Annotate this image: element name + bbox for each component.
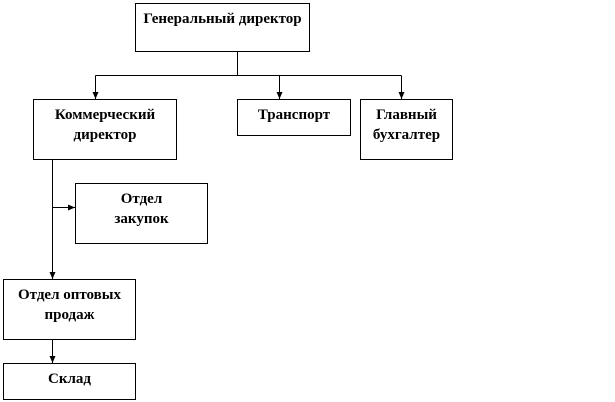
node-general-director: Генеральный директор <box>135 3 310 52</box>
node-wholesale-dept: Отдел оптовых продаж <box>3 279 136 340</box>
node-warehouse: Склад <box>3 363 136 400</box>
node-label: Склад <box>48 371 91 387</box>
node-label: Главный <box>376 107 437 123</box>
node-label: Отдел оптовых <box>17 287 121 303</box>
node-label: Отдел <box>120 191 163 207</box>
node-label: Коммерческий <box>54 107 156 123</box>
node-label: бухгалтер <box>372 127 441 143</box>
node-label: продаж <box>44 307 95 323</box>
node-transport: Транспорт <box>237 99 351 136</box>
node-purchasing-dept: Отдел закупок <box>75 183 208 244</box>
node-label: директор <box>73 127 137 143</box>
node-label: закупок <box>114 211 169 227</box>
node-label: Генеральный директор <box>143 11 302 27</box>
node-label: Транспорт <box>257 107 331 123</box>
node-chief-accountant: Главный бухгалтер <box>360 99 453 160</box>
node-commercial-director: Коммерческий директор <box>33 99 177 160</box>
